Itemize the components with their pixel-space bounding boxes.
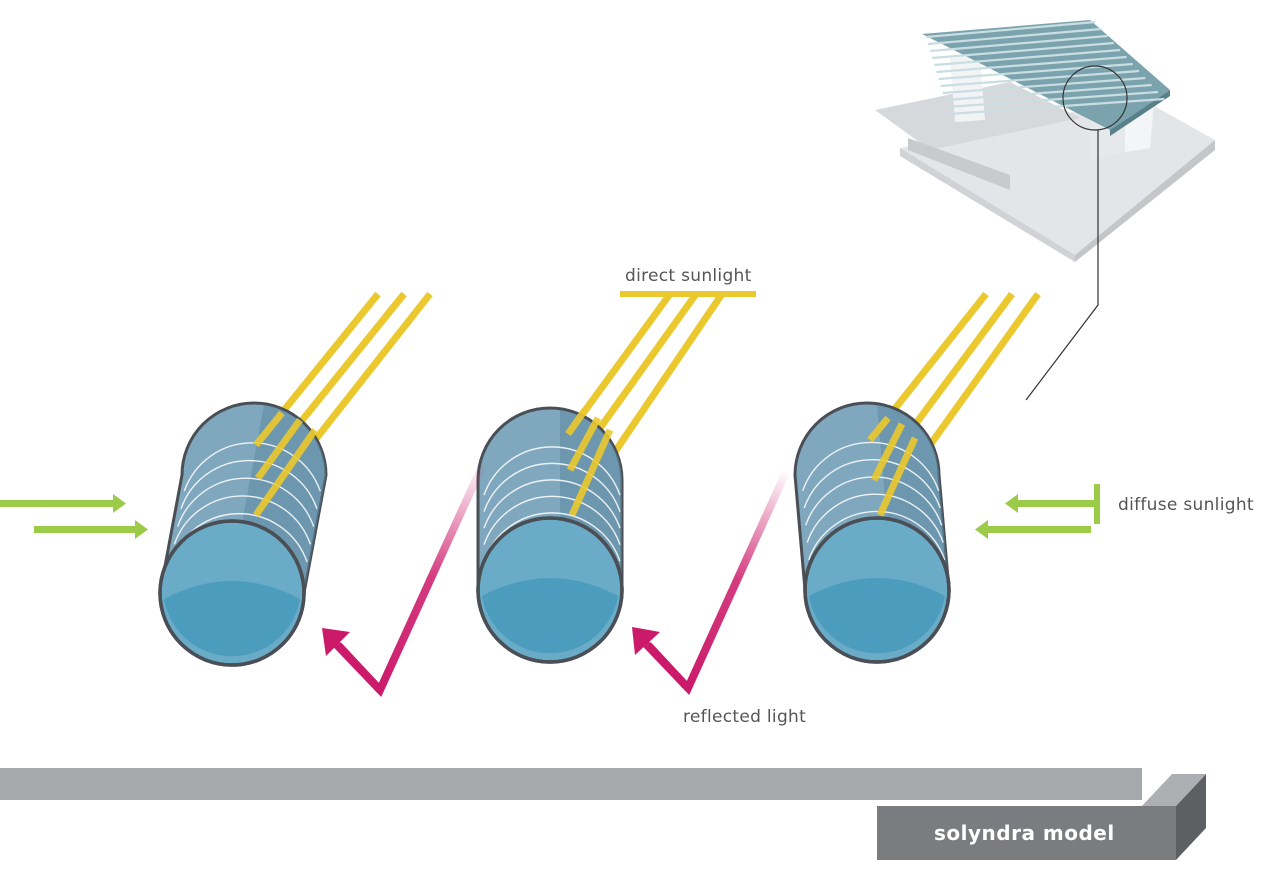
- direct-sunlight-label: direct sunlight: [625, 266, 752, 286]
- tube-face-lower: [164, 581, 300, 657]
- tube-face-lower: [482, 578, 618, 654]
- diffuse-sunlight-label: diffuse sunlight: [1118, 495, 1254, 515]
- roof-stripe: [932, 41, 1114, 60]
- tube-ring: [808, 510, 946, 561]
- tube-icon: [476, 406, 624, 664]
- roof-stripe: [942, 76, 1146, 95]
- tube-ring: [483, 446, 621, 496]
- tube-ring: [173, 495, 312, 545]
- direct-sunlight-rays-overlay: [253, 407, 919, 517]
- tube-ring: [176, 477, 315, 527]
- tube-face-lower: [809, 578, 945, 654]
- title-block: solyndra model: [877, 774, 1206, 860]
- tube-ring: [483, 462, 621, 512]
- roof-stripe: [925, 20, 1096, 39]
- tube-icon: [158, 401, 328, 667]
- roof-stripe: [936, 55, 1127, 74]
- roof-stripe: [930, 34, 1108, 53]
- roof-stripe: [928, 27, 1102, 46]
- tube-shade: [877, 405, 949, 590]
- tube-ring: [806, 493, 944, 543]
- roof-stripe: [940, 69, 1140, 88]
- roof-stripe: [944, 83, 1152, 102]
- tube-ring: [183, 442, 321, 492]
- reflected-light-label: reflected light: [683, 707, 806, 727]
- model-title: solyndra model: [934, 821, 1115, 845]
- tube-ring: [802, 441, 940, 492]
- tube-shade: [242, 405, 326, 593]
- tube-ring: [483, 479, 621, 529]
- magnifier-circle-icon: [1062, 65, 1128, 131]
- diffuse-arrows-right: [975, 484, 1100, 539]
- roof-stripe: [946, 90, 1159, 109]
- ground-bar: [0, 768, 1142, 800]
- tube-ring: [180, 459, 318, 510]
- tube-ring: [483, 512, 621, 562]
- callout-line: [1025, 130, 1099, 401]
- building-icon: [875, 20, 1215, 401]
- roof-stripe: [934, 48, 1121, 67]
- solar-roof-stripes: [925, 20, 1165, 116]
- diffuse-arrows-left: [0, 494, 148, 539]
- tube-icon: [793, 401, 951, 664]
- reflected-light-arrow-2: [632, 468, 791, 696]
- roof-stripe: [949, 97, 1165, 116]
- tube-ring: [483, 495, 621, 545]
- tube-ring: [803, 459, 941, 509]
- reflected-light-arrow-1: [322, 460, 488, 698]
